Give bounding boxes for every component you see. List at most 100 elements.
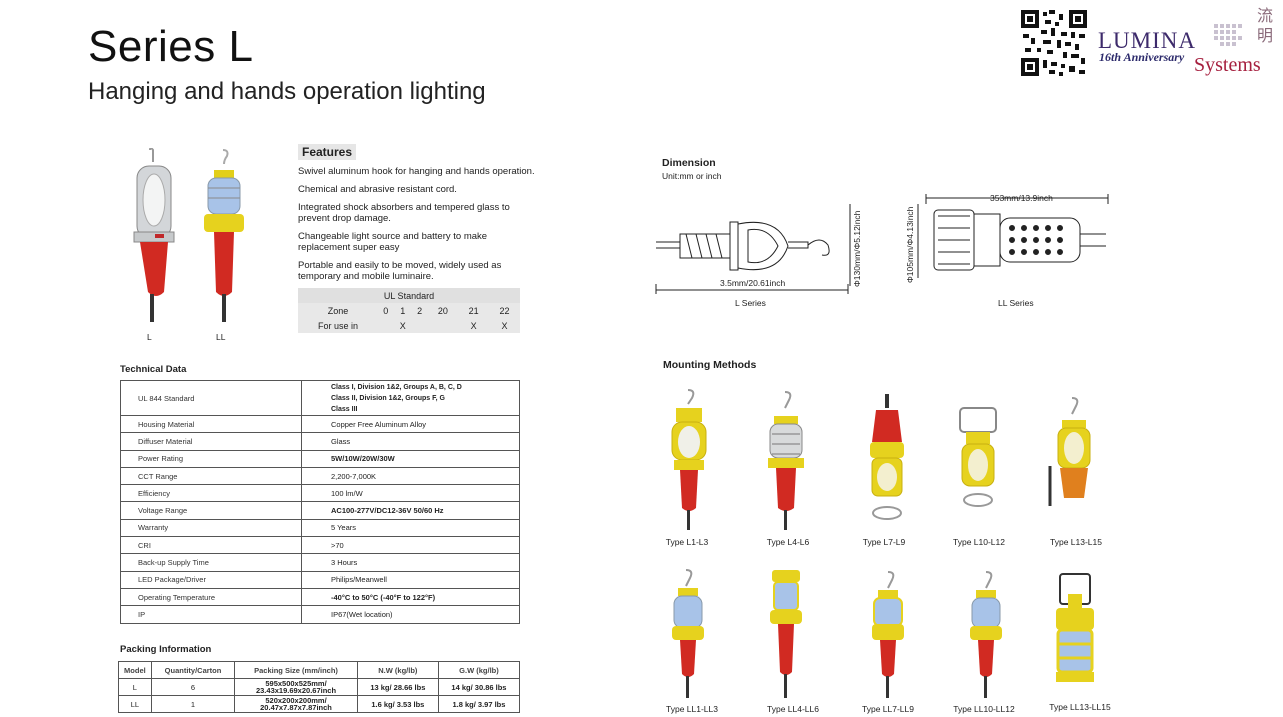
l-series-caption: L Series — [735, 298, 766, 308]
lamp-ll4-ll6-icon — [770, 570, 802, 698]
packing-cell: 1.6 kg/ 3.53 lbs — [356, 695, 439, 713]
mounting-row-2-images — [672, 569, 1094, 698]
mounting-type-label: Type L13-L15 — [1050, 537, 1102, 547]
brand-systems-text: Systems — [1194, 54, 1261, 76]
use-value — [378, 318, 394, 333]
page-title: Series L — [88, 22, 254, 71]
technical-label: Operating Temperature — [120, 587, 302, 607]
technical-value: Philips/Meanwell — [301, 570, 520, 589]
use-value: X — [393, 318, 412, 333]
zone-value: 20 — [427, 303, 459, 318]
technical-value: >70 — [301, 536, 520, 555]
ll-series-drawing — [917, 194, 1109, 278]
technical-label: Voltage Range — [120, 501, 302, 520]
mounting-type-label: Type L10-L12 — [953, 537, 1005, 547]
packing-column-header: Quantity/Carton — [150, 661, 236, 679]
feature-item: Portable and easily to be moved, widely … — [298, 260, 502, 282]
lamp-l1-l3-icon — [671, 389, 707, 530]
brand-logo-text: LUMINA — [1098, 28, 1196, 53]
features-list: Swivel aluminum hook for hanging and han… — [298, 166, 568, 289]
technical-label: UL 844 Standard — [120, 380, 302, 416]
dimension-unit: Unit:mm or inch — [662, 171, 722, 181]
technical-value: AC100-277V/DC12-36V 50/60 Hz — [301, 501, 520, 520]
zone-value: 1 — [393, 303, 412, 318]
features-heading: Features — [298, 144, 357, 160]
technical-label: Efficiency — [120, 484, 302, 503]
packing-cell: L — [118, 678, 152, 696]
mounting-type-label: Type L1-L3 — [665, 537, 709, 547]
technical-value: 5 Years — [301, 518, 520, 538]
technical-value: Class I, Division 1&2, Groups A, B, C, D… — [301, 380, 520, 416]
ll-height-label: Φ105mm/Φ4.13inch — [905, 206, 915, 283]
logo-dots-icon — [1214, 24, 1242, 46]
use-value: X — [489, 318, 520, 333]
packing-cell: 1.8 kg/ 3.97 lbs — [437, 695, 521, 713]
technical-label: CCT Range — [120, 466, 302, 486]
packing-column-header: N.W (kg/lb) — [356, 661, 439, 679]
technical-value: 5W/10W/20W/30W — [301, 449, 520, 468]
technical-label: LED Package/Driver — [120, 570, 302, 589]
technical-value: 100 lm/W — [301, 484, 520, 503]
lamp-ll1-ll3-icon — [672, 569, 704, 698]
technical-label: IP — [120, 605, 302, 624]
lamp-l4-l6-icon — [768, 391, 804, 530]
technical-label: Back-up Supply Time — [120, 553, 302, 572]
mounting-type-label: Type LL13-LL15 — [1049, 702, 1111, 712]
packing-heading: Packing Information — [120, 644, 212, 655]
technical-heading: Technical Data — [120, 364, 187, 375]
mounting-type-label: Type L7-L9 — [862, 537, 906, 547]
use-value — [411, 318, 428, 333]
packing-cell: 595x500x525mm/ 23.43x19.69x20.67inch — [234, 678, 358, 696]
packing-cell: 1 — [150, 695, 236, 713]
ul-standard-table: UL Standard Zone 0 1 2 20 21 22 For use … — [298, 288, 520, 333]
zone-label: Zone — [298, 303, 378, 318]
product-label-ll: LL — [216, 332, 226, 342]
technical-label: Diffuser Material — [120, 432, 302, 451]
page-subtitle: Hanging and hands operation lighting — [88, 78, 486, 105]
dimension-heading: Dimension — [662, 157, 716, 169]
lamp-ll7-ll9-icon — [872, 571, 904, 698]
lamp-l10-l12-icon — [959, 407, 997, 507]
qr-code-icon — [1021, 10, 1087, 76]
technical-value: Glass — [301, 432, 520, 451]
lamp-l13-l15-icon — [1048, 397, 1091, 506]
packing-cell: 13 kg/ 28.66 lbs — [356, 678, 439, 696]
ul-standard-title: UL Standard — [298, 288, 520, 303]
technical-value: IP67(Wet location) — [301, 605, 520, 624]
mounting-type-label: Type L4-L6 — [766, 537, 810, 547]
zone-value: 21 — [458, 303, 490, 318]
feature-item: Swivel aluminum hook for hanging and han… — [298, 166, 535, 177]
packing-column-header: G.W (kg/lb) — [437, 661, 521, 679]
mounting-row-1-images — [671, 389, 1091, 530]
lamp-l7-l9-icon — [870, 394, 904, 520]
technical-row: CRI>70 — [120, 536, 520, 555]
ll-series-caption: LL Series — [998, 298, 1034, 308]
mounting-type-label: Type LL4-LL6 — [767, 704, 819, 714]
technical-value: Copper Free Aluminum Alloy — [301, 414, 520, 434]
packing-cell: 14 kg/ 30.86 lbs — [437, 678, 521, 696]
packing-cell: 6 — [150, 678, 236, 696]
ll-width-label: 353mm/13.9inch — [990, 193, 1053, 203]
technical-label: Housing Material — [120, 414, 302, 434]
brand-chinese-text: 流明 — [1257, 6, 1274, 45]
zone-value: 2 — [411, 303, 428, 318]
feature-item: Integrated shock absorbers and tempered … — [298, 202, 510, 224]
product-label-l: L — [147, 332, 152, 342]
feature-item: Changeable light source and battery to m… — [298, 231, 488, 253]
use-value — [427, 318, 459, 333]
zone-value: 0 — [378, 303, 394, 318]
use-label: For use in — [298, 318, 378, 333]
